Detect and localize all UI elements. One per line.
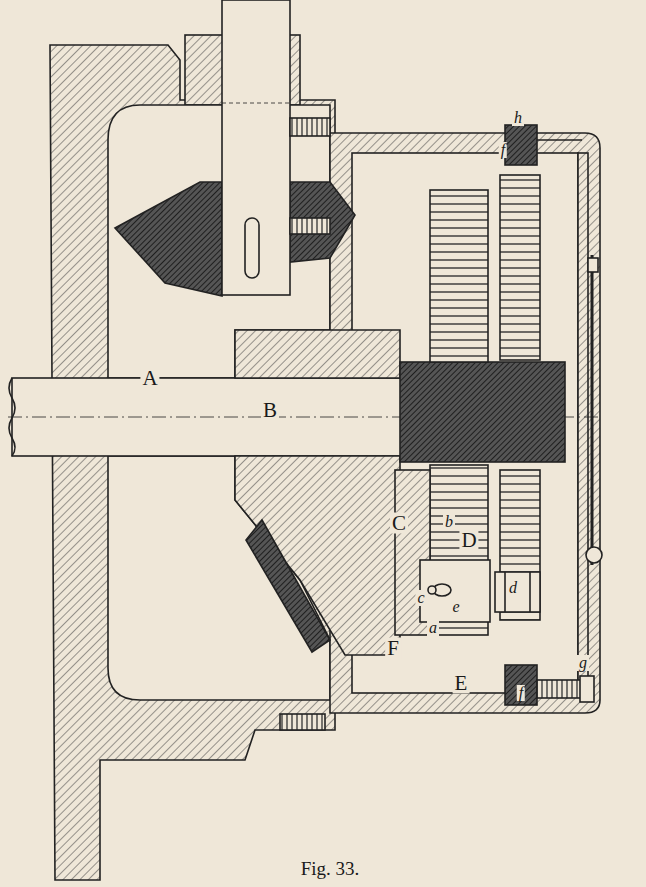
- stop-block: [505, 665, 537, 705]
- planet-gear: [430, 190, 488, 362]
- housing: [8, 0, 602, 880]
- gear-hub: [400, 362, 565, 462]
- bevel-gear: [115, 182, 222, 296]
- part-letter: f: [499, 142, 507, 158]
- block-edge: [529, 572, 531, 612]
- part-letter: C: [390, 513, 408, 534]
- adjusting-screw: [537, 680, 582, 698]
- part-letter: A: [140, 368, 159, 389]
- part-letter: F: [385, 638, 401, 659]
- part-letter: g: [577, 655, 589, 671]
- hidden-line: [222, 103, 290, 104]
- vertical-shaft: [222, 0, 290, 295]
- part-letter: B: [261, 400, 279, 421]
- part-letter: E: [453, 673, 470, 694]
- figure-caption: Fig. 33.: [301, 859, 360, 878]
- cover-plate: [578, 153, 588, 693]
- bevel-sleeve: [235, 456, 400, 655]
- bevel-sleeve: [235, 330, 400, 378]
- part-letter: f: [517, 685, 525, 701]
- pin: [537, 139, 582, 141]
- part-letter: b: [443, 514, 455, 530]
- bevel-teeth: [246, 520, 330, 652]
- part-letter: a: [427, 620, 439, 636]
- part-letter: e: [450, 599, 461, 615]
- cover-edge: [591, 255, 594, 565]
- bolt: [280, 714, 325, 730]
- set-screw: [290, 218, 330, 234]
- pin-hole: [428, 586, 436, 594]
- part-letter: c: [415, 590, 426, 606]
- sliding-block: [420, 560, 490, 622]
- bevel-gear: [290, 182, 355, 262]
- block: [495, 572, 540, 612]
- cover-bolt: [588, 258, 598, 272]
- part-letter: D: [459, 530, 478, 551]
- stop-block: [505, 125, 537, 165]
- part-letter: d: [507, 580, 519, 596]
- knob: [586, 547, 602, 563]
- part-letter: h: [512, 110, 524, 126]
- bolt: [290, 118, 330, 136]
- ring-gear: [500, 175, 540, 360]
- key-slot: [245, 218, 259, 278]
- screw-head: [580, 676, 594, 702]
- block-edge: [504, 572, 506, 612]
